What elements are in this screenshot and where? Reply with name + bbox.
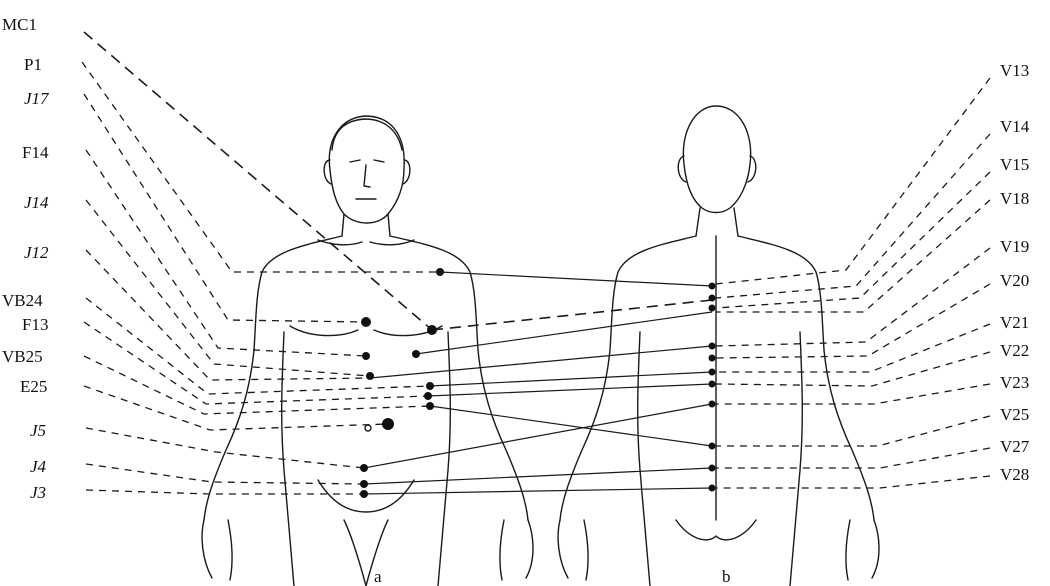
label-f14: F14	[22, 143, 49, 162]
label-v27: V27	[1000, 437, 1030, 456]
left-labels: MC1 P1 J17 F14 J14 J12 VB24 F13 VB25 E25…	[2, 15, 50, 502]
front-caption: a	[374, 567, 382, 586]
right-labels: V13 V14 V15 V18 V19 V20 V21 V22 V23 V25 …	[1000, 61, 1030, 484]
label-j3: J3	[30, 483, 46, 502]
label-v22: V22	[1000, 341, 1029, 360]
label-v28: V28	[1000, 465, 1029, 484]
label-e25: E25	[20, 377, 47, 396]
label-v15: V15	[1000, 155, 1029, 174]
label-j14: J14	[24, 193, 49, 212]
label-v14: V14	[1000, 117, 1030, 136]
back-acupoints	[709, 283, 716, 492]
label-v13: V13	[1000, 61, 1029, 80]
label-j5: J5	[30, 421, 46, 440]
label-v23: V23	[1000, 373, 1029, 392]
front-body-figure	[202, 116, 533, 586]
label-p1: P1	[24, 55, 42, 74]
label-f13: F13	[22, 315, 48, 334]
back-caption: b	[722, 567, 731, 586]
label-j4: J4	[30, 457, 47, 476]
label-v21: V21	[1000, 313, 1029, 332]
connection-lines	[364, 272, 712, 494]
right-leader-lines	[716, 78, 990, 488]
label-v19: V19	[1000, 237, 1029, 256]
label-vb25: VB25	[2, 347, 43, 366]
label-mc1: MC1	[2, 15, 37, 34]
label-v18: V18	[1000, 189, 1029, 208]
label-vb24: VB24	[2, 291, 43, 310]
label-v25: V25	[1000, 405, 1029, 424]
front-acupoints	[360, 268, 444, 498]
label-j17: J17	[24, 89, 50, 108]
label-v20: V20	[1000, 271, 1029, 290]
label-j12: J12	[24, 243, 49, 262]
